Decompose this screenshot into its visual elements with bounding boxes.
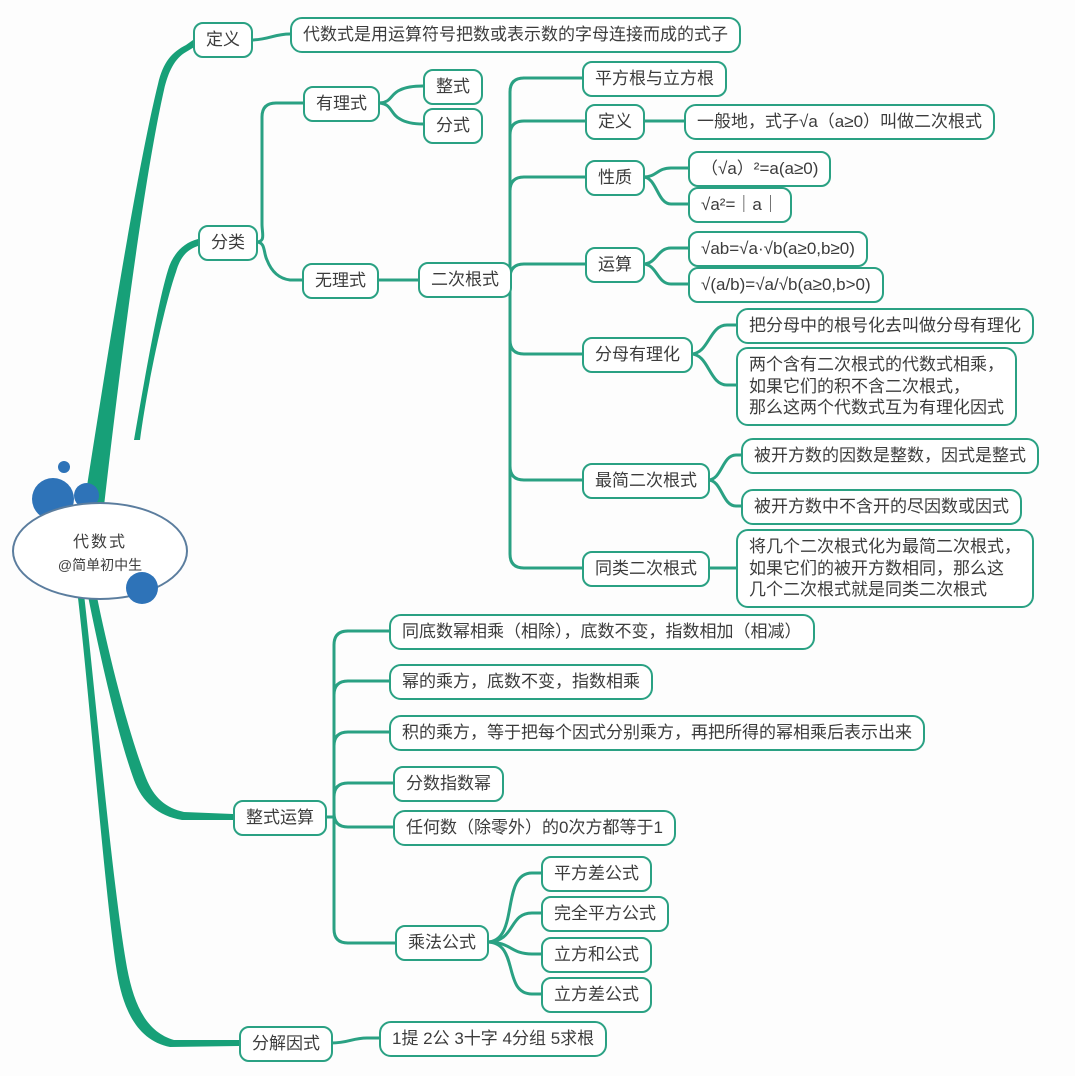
node-quadratic-radical[interactable]: 二次根式 <box>418 262 512 298</box>
root-title: 代数式 <box>72 533 127 551</box>
node-formula-3[interactable]: 立方和公式 <box>541 937 652 973</box>
node-simplest-2[interactable]: 被开方数中不含开的尽因数或因式 <box>741 489 1022 525</box>
root-subtitle: @简单初中生 <box>57 556 143 573</box>
node-polyops-rule3[interactable]: 积的乘方，等于把每个因式分别乘方，再把所得的幂相乘后表示出来 <box>389 715 925 751</box>
decor-dot-bottom <box>126 572 158 604</box>
node-sqrt-cube[interactable]: 平方根与立方根 <box>582 61 727 97</box>
node-factoring-label[interactable]: 分解因式 <box>239 1026 333 1062</box>
node-similar-1[interactable]: 将几个二次根式化为最简二次根式， 如果它们的被开方数相同，那么这 几个二次根式就… <box>736 529 1034 608</box>
node-formulas-label[interactable]: 乘法公式 <box>395 925 489 961</box>
decor-dot-small <box>58 461 70 473</box>
node-classification-label[interactable]: 分类 <box>198 225 258 261</box>
node-fraction[interactable]: 分式 <box>423 108 483 144</box>
node-rationalize-2[interactable]: 两个含有二次根式的代数式相乘， 如果它们的积不含二次根式， 那么这两个代数式互为… <box>736 347 1017 426</box>
node-radical-def-label[interactable]: 定义 <box>585 104 645 140</box>
node-operation-1[interactable]: √ab=√a·√b(a≥0,b≥0) <box>688 231 868 267</box>
node-irrational[interactable]: 无理式 <box>302 263 379 299</box>
node-property-2[interactable]: √a²=｜a｜ <box>688 187 792 223</box>
node-formula-1[interactable]: 平方差公式 <box>541 856 652 892</box>
node-property-1[interactable]: （√a）²=a(a≥0) <box>688 151 832 187</box>
node-polyops-rule1[interactable]: 同底数幂相乘（相除），底数不变，指数相加（相减） <box>389 614 815 650</box>
node-factoring-methods[interactable]: 1提 2公 3十字 4分组 5求根 <box>379 1021 608 1057</box>
node-polyops-rule4[interactable]: 分数指数幂 <box>393 766 504 802</box>
node-property-label[interactable]: 性质 <box>585 160 645 196</box>
node-definition-label[interactable]: 定义 <box>193 22 253 58</box>
node-formula-2[interactable]: 完全平方公式 <box>541 896 669 932</box>
node-radical-def-text[interactable]: 一般地，式子√a（a≥0）叫做二次根式 <box>684 104 996 140</box>
node-rationalize-1[interactable]: 把分母中的根号化去叫做分母有理化 <box>736 308 1034 344</box>
node-integral[interactable]: 整式 <box>423 69 483 105</box>
node-similar-label[interactable]: 同类二次根式 <box>582 551 710 587</box>
node-operation-label[interactable]: 运算 <box>585 247 645 283</box>
node-definition-text[interactable]: 代数式是用运算符号把数或表示数的字母连接而成的式子 <box>290 17 741 53</box>
node-rational[interactable]: 有理式 <box>303 86 380 122</box>
root-node[interactable]: 代数式 @简单初中生 <box>12 502 188 600</box>
node-simplest-label[interactable]: 最简二次根式 <box>582 463 710 499</box>
node-operation-2[interactable]: √(a/b)=√a/√b(a≥0,b>0) <box>688 267 884 303</box>
node-simplest-1[interactable]: 被开方数的因数是整数，因式是整式 <box>741 438 1039 474</box>
node-formula-4[interactable]: 立方差公式 <box>541 977 652 1013</box>
node-polyops-rule2[interactable]: 幂的乘方，底数不变，指数相乘 <box>389 664 653 700</box>
branch-connectors <box>249 32 743 1045</box>
node-rationalize-label[interactable]: 分母有理化 <box>582 337 693 373</box>
root-branches <box>76 40 239 1047</box>
node-polyops-label[interactable]: 整式运算 <box>233 800 327 836</box>
node-polyops-rule5[interactable]: 任何数（除零外）的0次方都等于1 <box>393 810 676 846</box>
